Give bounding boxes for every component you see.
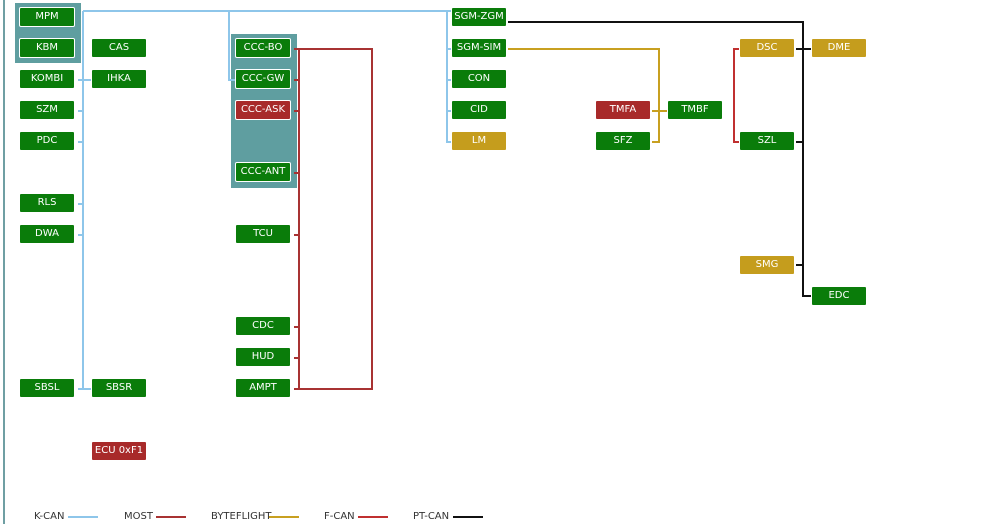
pt-can-main — [508, 21, 811, 297]
ecu-sgm-sim[interactable]: SGM-SIM — [451, 38, 507, 58]
ecu-lm[interactable]: LM — [451, 131, 507, 151]
ecu-ccc-ask[interactable]: CCC-ASK — [235, 100, 291, 120]
legend-k-can-swatch — [68, 516, 98, 518]
ecu-cdc[interactable]: CDC — [235, 316, 291, 336]
ecu-dme[interactable]: DME — [811, 38, 867, 58]
ecu-cas[interactable]: CAS — [91, 38, 147, 58]
ecu-szm[interactable]: SZM — [19, 100, 75, 120]
ecu-pdc[interactable]: PDC — [19, 131, 75, 151]
legend-most: MOST — [124, 510, 194, 524]
ecu-dwa[interactable]: DWA — [19, 224, 75, 244]
ecu-ampt[interactable]: AMPT — [235, 378, 291, 398]
ecu-ccc-gw[interactable]: CCC-GW — [235, 69, 291, 89]
ecu-0xf1[interactable]: ECU 0xF1 — [91, 441, 147, 461]
legend-f-can: F-CAN — [324, 510, 394, 524]
legend-byteflight-swatch — [269, 516, 299, 518]
ecu-sfz[interactable]: SFZ — [595, 131, 651, 151]
ecu-edc[interactable]: EDC — [811, 286, 867, 306]
legend-most-label: MOST — [124, 511, 153, 522]
ecu-sgm-zgm[interactable]: SGM-ZGM — [451, 7, 507, 27]
ecu-kbm[interactable]: KBM — [19, 38, 75, 58]
k-can-ccc-gw-drop — [228, 11, 235, 81]
legend-k-can: K-CAN — [34, 510, 104, 524]
ecu-tmbf[interactable]: TMBF — [667, 100, 723, 120]
ecu-cid[interactable]: CID — [451, 100, 507, 120]
ecu-hud[interactable]: HUD — [235, 347, 291, 367]
legend-k-can-label: K-CAN — [34, 511, 65, 522]
byteflight-bus — [508, 48, 667, 143]
legend-byteflight-label: BYTEFLIGHT — [211, 511, 272, 522]
f-can-bus — [733, 48, 739, 143]
ecu-ihka[interactable]: IHKA — [91, 69, 147, 89]
ecu-con[interactable]: CON — [451, 69, 507, 89]
byteflight-sgm-sim-sfz — [508, 48, 660, 143]
f-can-dsc-szl — [733, 48, 739, 143]
ecu-mpm[interactable]: MPM — [19, 7, 75, 27]
most-ring — [294, 48, 373, 390]
ecu-sbsr[interactable]: SBSR — [91, 378, 147, 398]
legend-pt-can-swatch — [453, 516, 483, 518]
ecu-tcu[interactable]: TCU — [235, 224, 291, 244]
legend-pt-can-label: PT-CAN — [413, 511, 450, 522]
k-can-bus — [78, 10, 452, 390]
left-border — [3, 0, 5, 524]
ecu-kombi[interactable]: KOMBI — [19, 69, 75, 89]
k-can-right-vertical — [446, 11, 451, 143]
ecu-dsc[interactable]: DSC — [739, 38, 795, 58]
ecu-smg[interactable]: SMG — [739, 255, 795, 275]
ecu-szl[interactable]: SZL — [739, 131, 795, 151]
legend-most-swatch — [156, 516, 186, 518]
ecu-ccc-bo[interactable]: CCC-BO — [235, 38, 291, 58]
most-bus — [294, 48, 373, 390]
legend-f-can-label: F-CAN — [324, 511, 355, 522]
legend-pt-can: PT-CAN — [413, 510, 488, 524]
pt-can-bus — [508, 21, 811, 297]
legend-byteflight: BYTEFLIGHT — [211, 510, 306, 524]
ecu-rls[interactable]: RLS — [19, 193, 75, 213]
ecu-ccc-ant[interactable]: CCC-ANT — [235, 162, 291, 182]
legend-f-can-swatch — [358, 516, 388, 518]
most-stubs — [294, 79, 299, 359]
ecu-sbsl[interactable]: SBSL — [19, 378, 75, 398]
ecu-tmfa[interactable]: TMFA — [595, 100, 651, 120]
